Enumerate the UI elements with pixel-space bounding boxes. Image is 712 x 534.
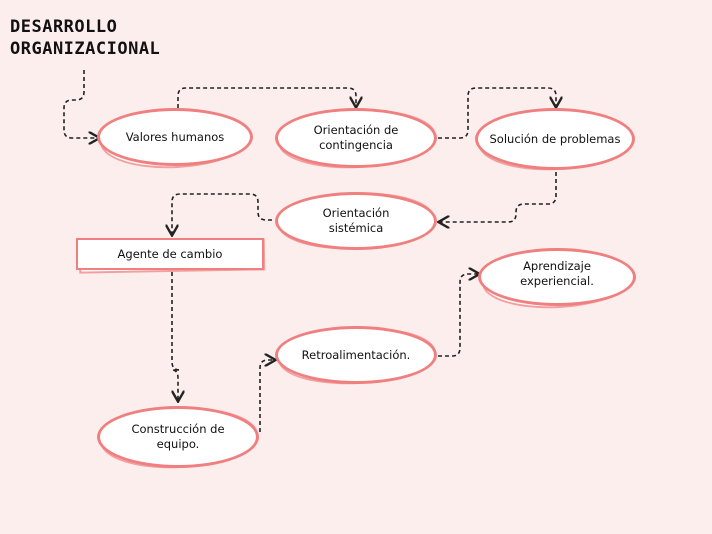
- title-line-1: DESARROLLO: [10, 17, 118, 37]
- solucion-ellipse: [475, 108, 635, 170]
- valores-ellipse: [97, 108, 253, 166]
- valores-label: Valores humanos: [125, 129, 225, 144]
- node-construccion-equipo: Construcción de equipo.: [97, 406, 259, 468]
- arrow-valores-to-contingencia: [177, 87, 356, 108]
- contingencia-label-2: contingencia: [319, 138, 393, 152]
- aprendizaje-ellipse: [478, 248, 636, 306]
- arrow-sistemica-to-agente: [172, 193, 272, 234]
- aprendizaje-label-1: Aprendizaje: [523, 259, 591, 273]
- node-agente-cambio: Agente de cambio: [76, 238, 264, 270]
- page-title: DESARROLLO ORGANIZACIONAL: [10, 16, 160, 60]
- arrow-solucion-to-sistemica: [440, 172, 557, 222]
- arrow-construccion-to-retro: [259, 360, 274, 432]
- sistemica-ellipse: [275, 192, 437, 250]
- agente-label: Agente de cambio: [117, 246, 223, 261]
- node-solucion-problemas: Solución de problemas: [475, 108, 635, 170]
- aprendizaje-label-2: experiencial.: [520, 274, 594, 288]
- sistemica-label-1: Orientación: [322, 206, 390, 220]
- agente-rectangle: [76, 238, 264, 270]
- construccion-label-1: Construcción de: [131, 422, 225, 436]
- contingencia-label-1: Orientación de: [313, 123, 399, 137]
- arrow-title-to-valores: [63, 70, 98, 138]
- node-orientacion-sistemica: Orientación sistémica: [275, 192, 437, 250]
- sistemica-label-2: sistémica: [328, 221, 384, 235]
- construccion-ellipse: [97, 406, 259, 468]
- retro-ellipse: [275, 326, 437, 384]
- title-line-2: ORGANIZACIONAL: [10, 39, 161, 59]
- node-valores-humanos: Valores humanos: [97, 108, 253, 166]
- contingencia-ellipse: [275, 108, 437, 168]
- arrow-retro-to-aprendizaje: [438, 274, 478, 357]
- arrow-agente-to-construccion: [171, 272, 180, 400]
- node-orientacion-contingencia: Orientación de contingencia: [275, 108, 437, 168]
- retro-label: Retroalimentación.: [301, 347, 411, 362]
- construccion-label-2: equipo.: [156, 437, 200, 451]
- node-retroalimentacion: Retroalimentación.: [275, 326, 437, 384]
- solucion-label: Solución de problemas: [489, 131, 621, 146]
- node-aprendizaje-experiencial: Aprendizaje experiencial.: [478, 248, 636, 300]
